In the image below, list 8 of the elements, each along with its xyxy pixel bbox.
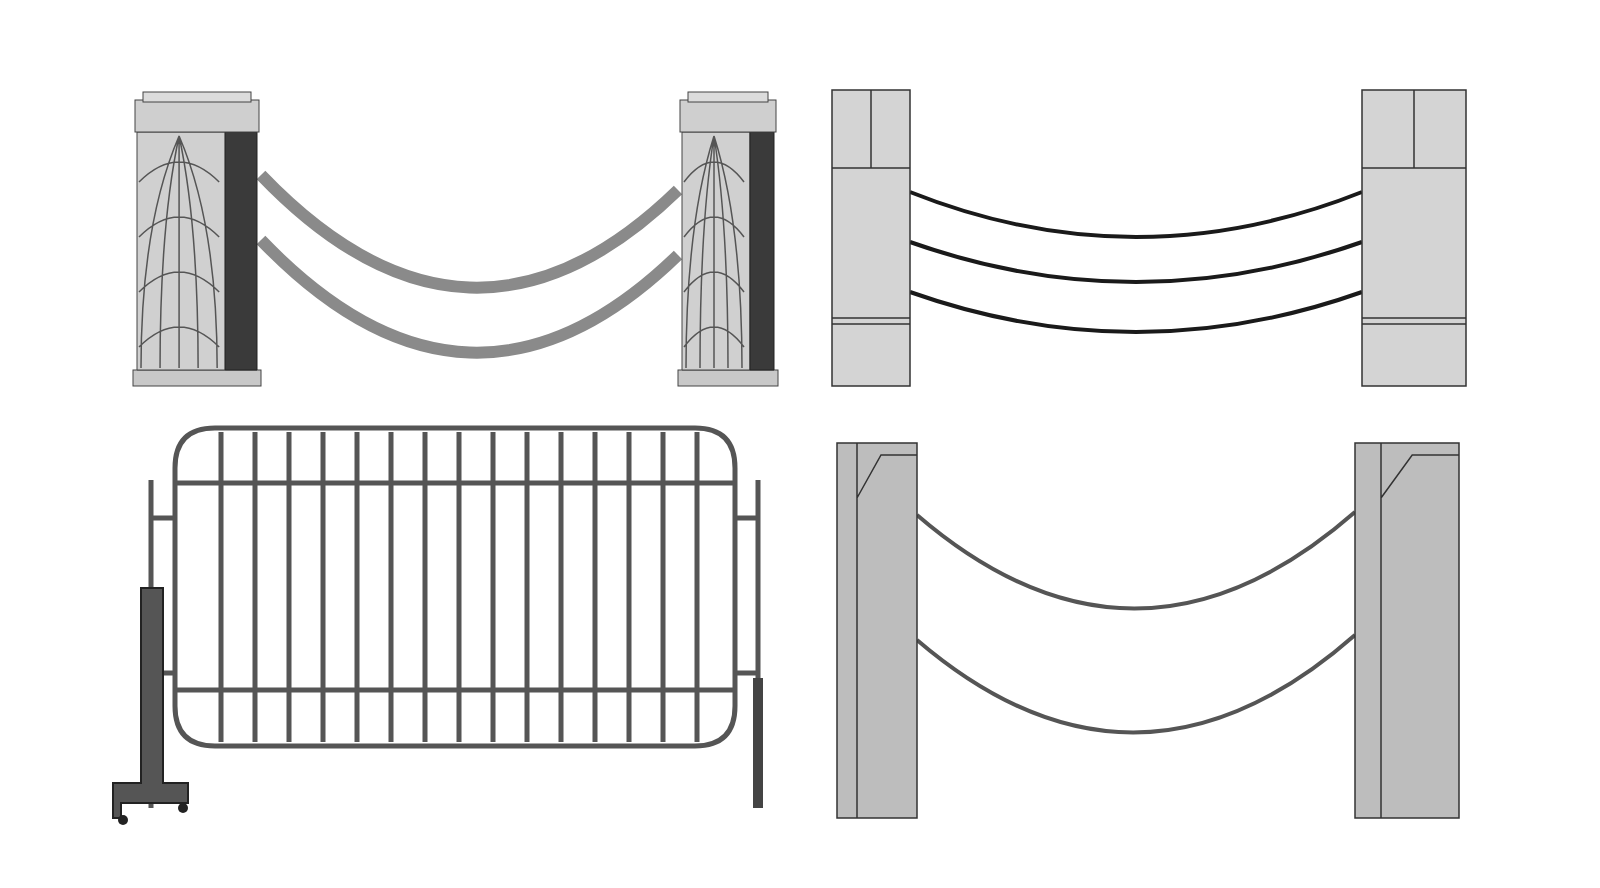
- stone-bollard: [1362, 90, 1466, 386]
- chain: [256, 170, 682, 294]
- granite-bollard: [1355, 443, 1459, 818]
- carved-stone-bollard: [678, 92, 778, 386]
- granite-bollard: [837, 443, 917, 818]
- carved-stone-bollard: [133, 92, 261, 386]
- chain: [256, 235, 682, 359]
- stone-bollard: [832, 90, 910, 386]
